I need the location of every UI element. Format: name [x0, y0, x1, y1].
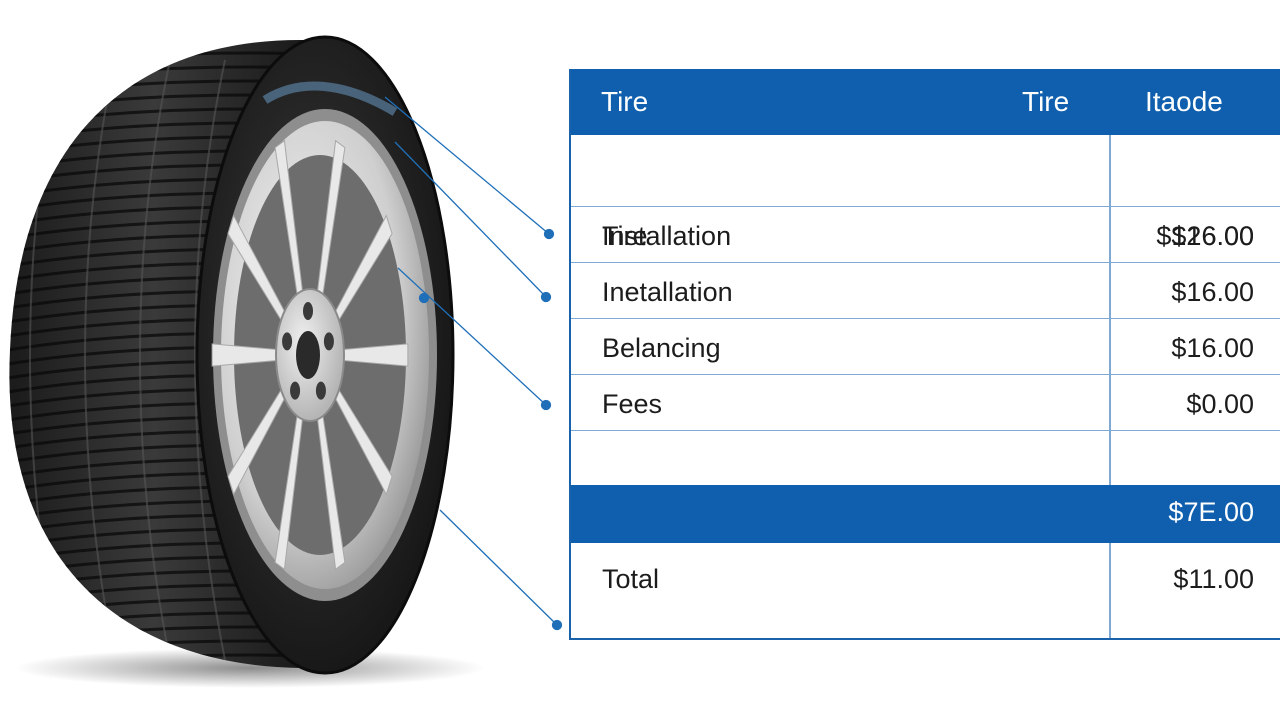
total-row: Total $11.00 — [571, 543, 1280, 638]
row-amount: $16.00 — [1171, 277, 1254, 307]
column-divider — [1109, 135, 1111, 638]
callout-dot — [540, 291, 552, 303]
header-cell: Tire — [1022, 86, 1070, 117]
lug-nut — [323, 332, 334, 351]
tread-rib — [139, 59, 171, 661]
row-amount: $0.00 — [1186, 389, 1254, 419]
tire-shadow — [15, 648, 485, 688]
tire-tread — [9, 40, 330, 668]
row-amount: $16.00 — [1171, 221, 1254, 251]
table-row-spacer — [571, 151, 1280, 207]
callout-line — [439, 509, 558, 626]
row-label: Inetallation — [602, 277, 733, 307]
callout-dot — [543, 228, 555, 240]
subtotal-band: $7E.00 — [571, 485, 1280, 543]
callout-dot — [540, 399, 552, 411]
tread-rib — [194, 59, 226, 661]
lug-nut — [303, 302, 313, 320]
header-cell: Itaode — [1145, 86, 1223, 117]
row-label: Fees — [602, 389, 663, 419]
table-row: Inetallation $16.00 — [571, 263, 1280, 319]
row-label: Installation — [602, 221, 732, 251]
table-header: Tire Tire Itaode — [571, 69, 1280, 135]
center-cap — [296, 331, 320, 379]
price-table: Tire Tire Itaode Tire $126.00 Installati… — [569, 69, 1280, 640]
header-cell: Tire — [601, 86, 649, 117]
callout-lines — [384, 96, 563, 631]
subtotal-amount: $7E.00 — [1168, 497, 1254, 527]
row-label: Tire — [602, 221, 648, 251]
callout-dot — [418, 292, 430, 304]
callout-line — [394, 141, 547, 298]
total-label: Total — [602, 564, 660, 594]
callout-dot — [551, 619, 563, 631]
lug-nut — [282, 332, 293, 351]
tread-rib — [84, 59, 116, 661]
row-label: Belancing — [602, 333, 721, 363]
table-row: Fees $0.00 — [571, 375, 1280, 431]
table-row-empty — [571, 431, 1280, 487]
callout-line — [397, 267, 547, 406]
row-amount: $16.00 — [1171, 333, 1254, 363]
callout-line — [384, 96, 550, 235]
lug-nuts — [282, 302, 334, 400]
lug-nut — [315, 381, 326, 400]
lug-nut — [290, 381, 301, 400]
sidewall-lettering — [262, 81, 398, 116]
table-row: Installation $16.00 — [571, 207, 1280, 263]
total-amount: $11.00 — [1173, 564, 1254, 594]
row-amount: $126.00 — [1156, 221, 1254, 251]
table-row: Belancing $16.00 — [571, 319, 1280, 375]
